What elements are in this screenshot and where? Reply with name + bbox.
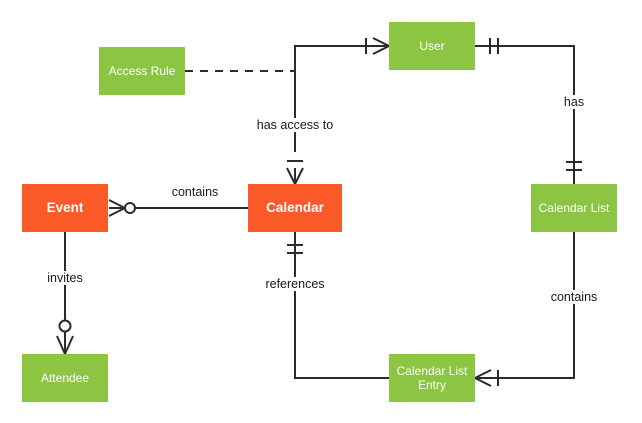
- entity-event-label: Event: [46, 200, 84, 215]
- connector-event-invites-attendee: [56, 232, 74, 355]
- connector-calendar-list-contains-entry: [474, 232, 575, 387]
- entity-attendee-label: Attendee: [40, 371, 90, 385]
- relationship-label-has-access-to: has access to: [253, 118, 337, 132]
- entity-calendar-list-entry[interactable]: Calendar List Entry: [389, 354, 475, 402]
- entity-calendar-list[interactable]: Calendar List: [531, 184, 617, 232]
- entity-user-label: User: [419, 39, 445, 53]
- connector-user-has-access-to-calendar: [286, 37, 390, 185]
- cardinality-one-or-many-user: [365, 37, 390, 55]
- cardinality-one-or-many-calendar-top: [286, 160, 304, 185]
- relationship-label-references: references: [262, 277, 328, 291]
- cardinality-exactly-one-user-right: [489, 38, 499, 54]
- entity-attendee[interactable]: Attendee: [22, 354, 108, 402]
- entity-event[interactable]: Event: [22, 184, 108, 232]
- relationship-label-contains-event-calendar: contains: [168, 185, 222, 199]
- relationship-label-has: has: [560, 95, 588, 109]
- relationship-label-invites: invites: [44, 271, 86, 285]
- entity-calendar[interactable]: Calendar: [248, 184, 342, 232]
- connector-calendar-references-entry: [287, 232, 389, 379]
- entity-calendar-list-entry-label: Calendar List Entry: [396, 364, 468, 392]
- cardinality-crowsfoot-event: [108, 199, 126, 217]
- relationship-label-contains-calendar-list: contains: [547, 290, 601, 304]
- entity-access-rule[interactable]: Access Rule: [99, 47, 185, 95]
- entity-calendar-list-label: Calendar List: [538, 201, 610, 215]
- entity-access-rule-label: Access Rule: [108, 64, 176, 78]
- entity-user[interactable]: User: [389, 22, 475, 70]
- cardinality-exactly-one-calendar-list-top: [566, 161, 582, 171]
- cardinality-zero-circle-event: [124, 202, 136, 214]
- cardinality-exactly-one-calendar-bottom: [287, 244, 303, 254]
- entity-calendar-label: Calendar: [266, 200, 324, 215]
- connector-user-has-calendar-list: [475, 38, 582, 184]
- cardinality-zero-circle-attendee: [58, 319, 72, 333]
- cardinality-one-or-many-entry-right: [474, 369, 499, 387]
- connector-event-contains-calendar: [108, 199, 248, 217]
- cardinality-crowsfoot-attendee: [56, 335, 74, 355]
